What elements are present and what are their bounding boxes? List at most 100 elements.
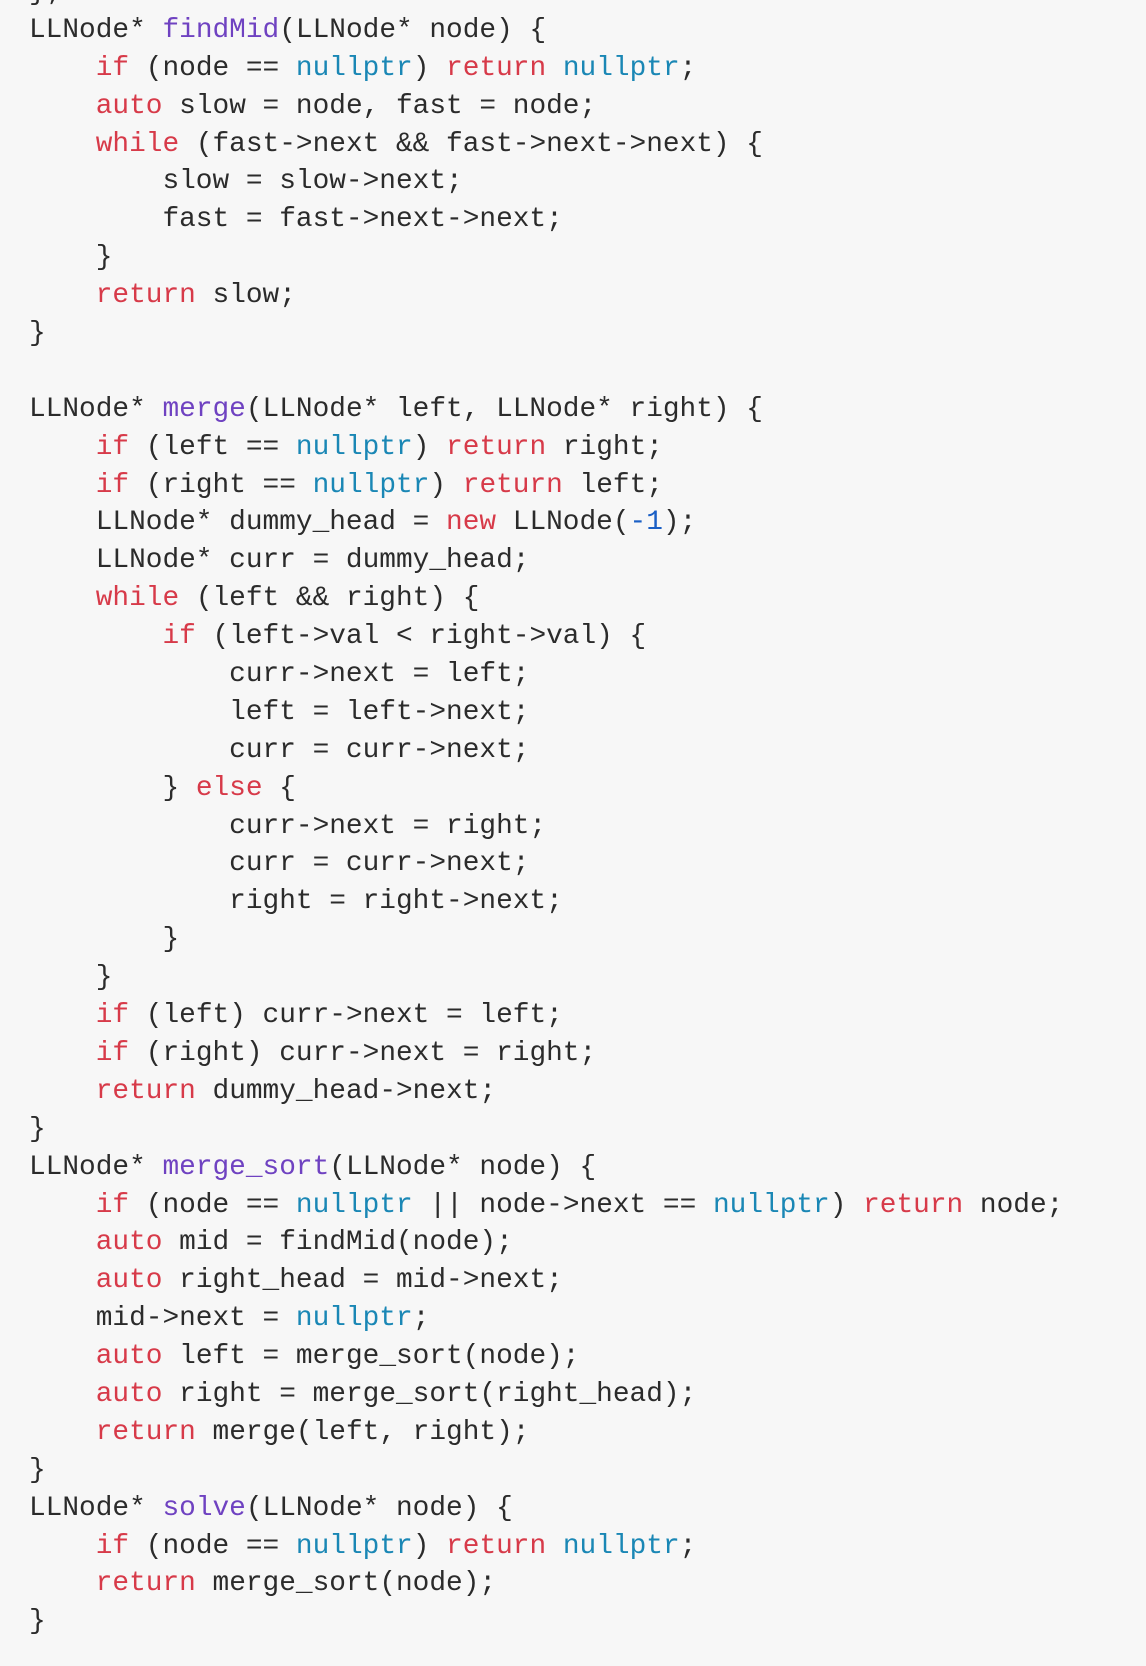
code-line: } [29,921,1063,959]
code-text: (node == [129,52,296,84]
keyword-token: return [95,280,196,312]
code-text [29,1190,96,1221]
code-line: auto mid = findMid(node); [29,1224,1063,1262]
code-text: curr->next = left; [29,659,530,691]
code-text [29,53,96,84]
code-text: } [29,318,46,350]
code-line: right = right->next; [29,883,1063,921]
keyword-token: return [462,469,563,501]
keyword-token: return [446,1530,547,1562]
code-line: } [29,1111,1063,1149]
code-text [29,1265,96,1296]
code-line: LLNode* findMid(LLNode* node) { [29,12,1063,50]
constant-token: nullptr [295,52,413,84]
keyword-token: else [195,772,263,804]
code-text: ; [412,1303,430,1335]
function-name-token: solve [162,1492,246,1524]
function-name-token: findMid [162,14,280,46]
keyword-token: if [95,1000,130,1032]
code-text: (LLNode* left, LLNode* right) { [245,393,763,425]
code-line: auto left = merge_sort(node); [29,1338,1063,1376]
code-text: merge(left, right); [195,1416,530,1448]
code-line: if (right == nullptr) return left; [29,467,1063,505]
code-line: return merge_sort(node); [29,1565,1063,1603]
code-text: ) [429,469,463,501]
keyword-token: if [95,1037,130,1069]
code-line: left = left->next; [29,694,1063,732]
code-text: (node == [129,1530,296,1562]
code-line: } [29,239,1063,277]
code-text: LLNode* curr = dummy_head; [29,545,530,577]
code-text: } [29,772,196,804]
code-text: } [29,1454,46,1486]
code-text: }; [29,0,62,8]
code-text: (left == [129,431,296,463]
code-text: slow; [195,280,296,312]
code-text [29,621,162,652]
constant-token: nullptr [295,1189,413,1221]
code-text: ) [412,431,447,463]
code-text: dummy_head->next; [195,1075,497,1107]
code-text: (right) curr->next = right; [129,1037,597,1069]
code-text: ) [412,52,447,84]
code-line: if (right) curr->next = right; [29,1035,1063,1073]
code-text: left = merge_sort(node); [162,1341,580,1373]
code-line: auto right_head = mid->next; [29,1262,1063,1300]
code-line: while (left && right) { [29,580,1063,618]
keyword-token: if [95,469,130,501]
code-text: } [29,1113,46,1145]
constant-token: nullptr [295,431,413,463]
code-text: ); [662,507,697,539]
code-line: } else { [29,770,1063,808]
constant-token: nullptr [712,1189,830,1221]
code-text: curr = curr->next; [29,848,530,880]
code-text [29,583,96,614]
constant-token: nullptr [295,1303,413,1335]
code-line: if (left->val < right->val) { [29,618,1063,656]
code-text: (left) curr->next = left; [129,1000,563,1032]
code-text: ) [829,1189,864,1221]
code-text [29,1076,96,1107]
code-text: merge_sort(node); [195,1568,497,1600]
code-text: (fast->next && fast->next->next) { [179,128,763,160]
code-text: } [29,1606,46,1638]
code-text: (LLNode* node) { [329,1151,597,1183]
code-line: return slow; [29,277,1063,315]
keyword-token: return [95,1568,196,1600]
code-text: left; [562,469,663,501]
code-text: (LLNode* node) { [279,14,547,46]
number-token: -1 [629,507,663,539]
code-text: LLNode* dummy_head = [29,507,447,539]
code-text [29,1000,96,1031]
keyword-token: return [95,1075,196,1107]
constant-token: nullptr [562,52,680,84]
code-text [29,1531,96,1562]
code-line: return merge(left, right); [29,1414,1063,1452]
code-line: slow = slow->next; [29,163,1063,201]
code-line [29,353,1063,391]
code-text [29,1038,96,1069]
code-line: return dummy_head->next; [29,1073,1063,1111]
function-name-token: merge [162,393,246,425]
code-text [29,432,96,463]
function-name-token: merge_sort [162,1151,330,1183]
keyword-token: auto [95,1341,163,1373]
code-text: } [29,924,180,956]
keyword-token: while [95,128,180,160]
code-text: || node->next == [412,1189,713,1221]
keyword-token: return [446,431,547,463]
code-text: (left && right) { [179,583,480,615]
keyword-token: return [446,52,547,84]
code-text [546,53,563,84]
keyword-token: if [95,52,130,84]
code-text: } [29,962,113,994]
code-text: (left->val < right->val) { [195,621,647,653]
code-line: curr = curr->next; [29,845,1063,883]
keyword-token: if [95,1189,130,1221]
keyword-token: if [162,621,196,653]
code-line: mid->next = nullptr; [29,1300,1063,1338]
code-text [29,1417,96,1448]
keyword-token: if [95,1530,130,1562]
code-line: curr->next = right; [29,808,1063,846]
code-text: right_head = mid->next; [162,1265,563,1297]
